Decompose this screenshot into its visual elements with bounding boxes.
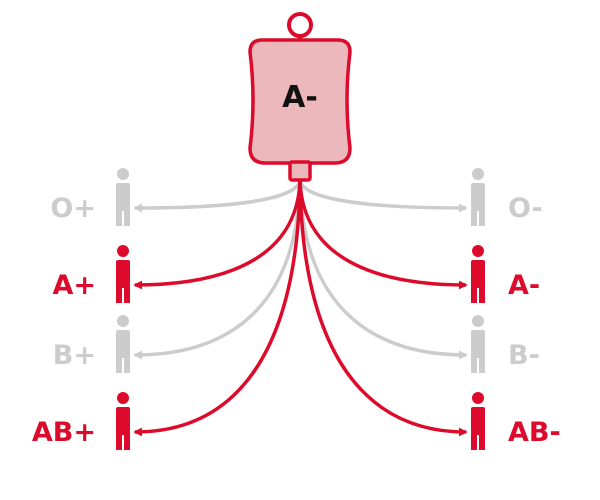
- link-b-neg: [298, 179, 468, 360]
- recipient-label-b-neg: B-: [508, 340, 540, 371]
- recipient-label-b-pos: B+: [53, 340, 96, 371]
- recipient-label-ab-pos: AB+: [32, 417, 96, 448]
- donor-blood-type-label: A-: [282, 80, 318, 115]
- person-icon: [116, 315, 130, 373]
- link-ab-neg: [298, 179, 468, 437]
- person-icon: [116, 392, 130, 450]
- link-ab-pos: [133, 179, 302, 437]
- person-icon: [471, 315, 485, 373]
- person-icon: [471, 245, 485, 303]
- incompatible-links: [133, 179, 468, 360]
- person-icon: [471, 168, 485, 226]
- blood-bag-icon: [248, 12, 352, 182]
- recipient-label-o-pos: O+: [50, 193, 96, 224]
- link-a-pos: [133, 179, 302, 290]
- compatible-links: [133, 179, 468, 437]
- link-o-neg: [298, 179, 468, 213]
- recipient-label-a-neg: A-: [508, 270, 540, 301]
- link-a-neg: [298, 179, 468, 290]
- recipient-label-o-neg: O-: [508, 193, 543, 224]
- link-b-pos: [133, 179, 302, 360]
- link-o-pos: [133, 179, 302, 213]
- person-icon: [116, 168, 130, 226]
- person-icon: [116, 245, 130, 303]
- recipient-label-a-pos: A+: [52, 270, 96, 301]
- recipients-group: O+ A+ B+ AB+ O- A- B- AB-: [32, 168, 561, 450]
- recipient-label-ab-neg: AB-: [508, 417, 561, 448]
- person-icon: [471, 392, 485, 450]
